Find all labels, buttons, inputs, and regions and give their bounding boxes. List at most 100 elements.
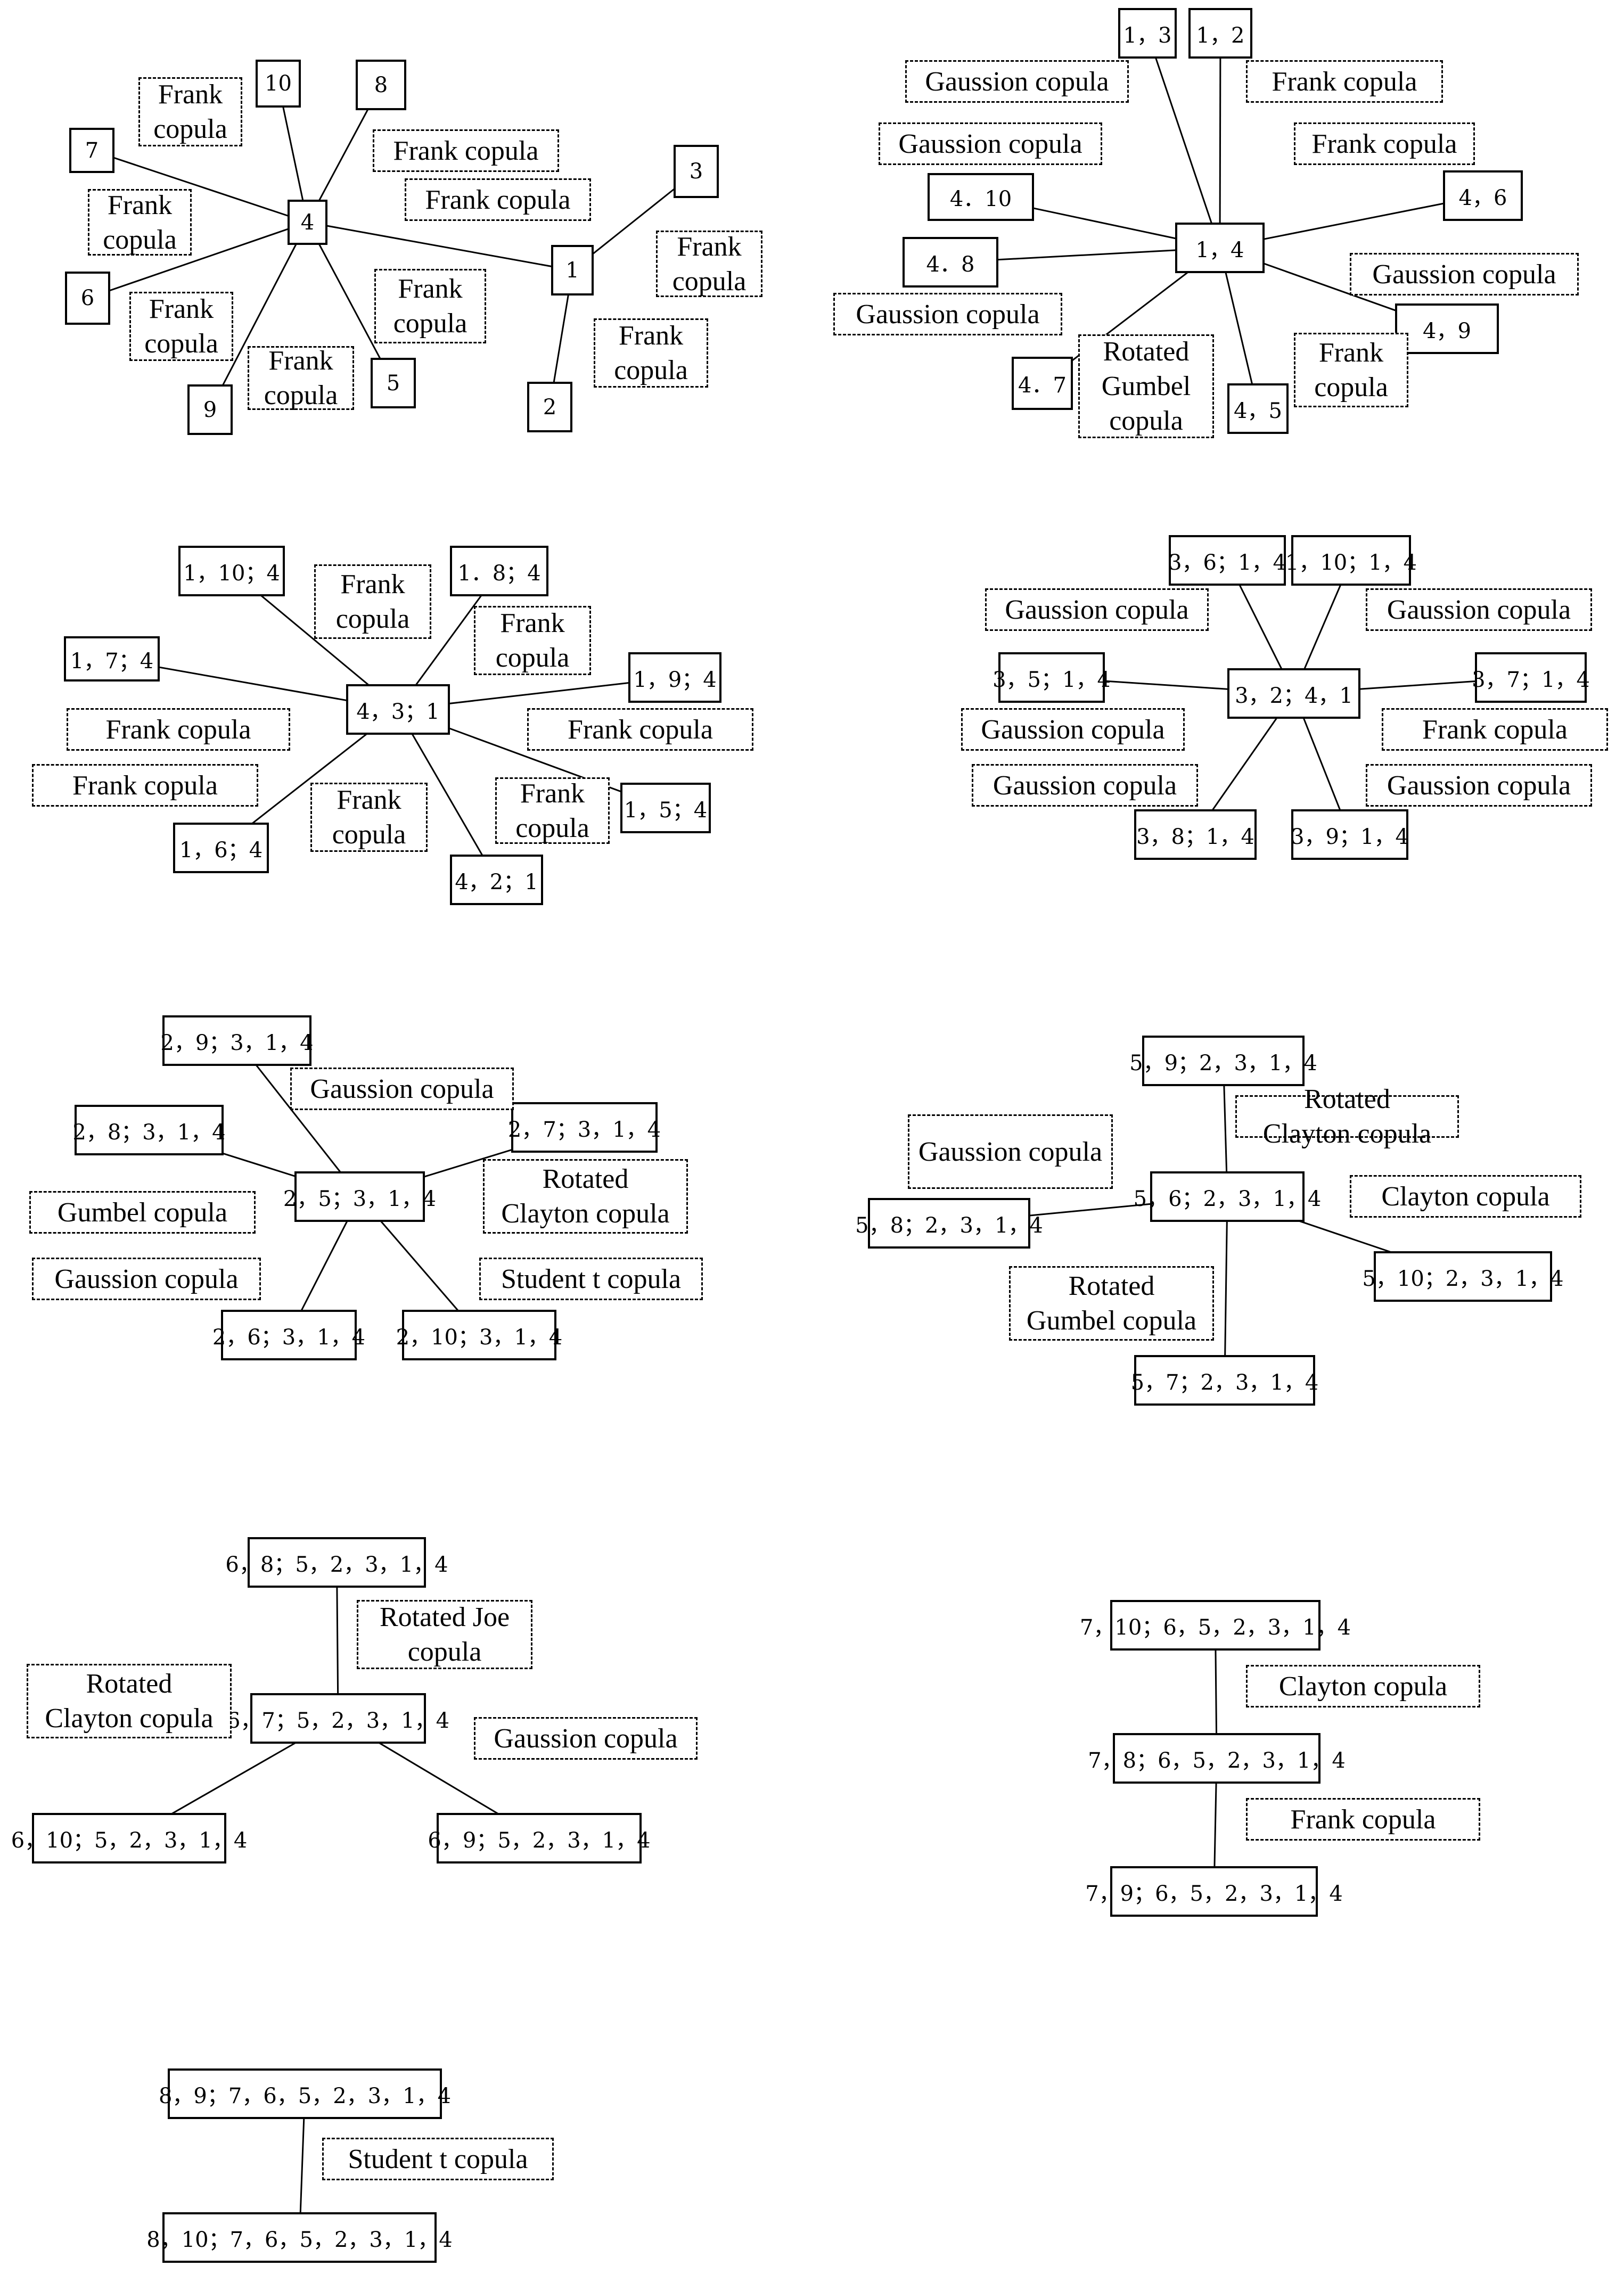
tree-3-node: 1，10；4 [178,546,285,596]
tree-2-node: 1，3 [1118,8,1177,59]
tree-4-node: 3，6；1，4 [1168,535,1286,586]
tree-1-node: 10 [256,60,301,108]
tree-6-edge [1224,1196,1228,1381]
tree-5-copula-label: Gumbel copula [29,1191,256,1234]
tree-4-copula-label: Gaussion copula [985,588,1209,631]
tree-7-node: 6，7；5，2，3，1，4 [227,1693,449,1744]
tree-5-node: 2，7；3，1，4 [508,1102,661,1153]
tree-2-node: 4．7 [1012,357,1073,410]
tree-4-node: 3，5；1，4 [993,652,1111,703]
tree-2-edge [1219,248,1259,409]
tree-4-copula-label: Gaussion copula [1366,588,1592,631]
tree-5-node: 2，6；3，1，4 [212,1310,365,1360]
tree-1-node: 8 [356,60,406,110]
tree-1-node: 6 [65,272,110,325]
tree-3-edge [397,709,497,881]
tree-1-copula-label: Frank copula [373,129,559,172]
tree-8-node: 7，8；6，5，2，3，1，4 [1088,1733,1346,1784]
tree-4-copula-label: Gaussion copula [961,708,1185,751]
tree-1-copula-label: Frank copula [129,292,233,361]
tree-2-copula-label: Frank copula [1294,333,1408,407]
tree-7-node: 6，8；5，2，3，1，4 [225,1537,448,1588]
tree-6-copula-label: Rotated Clayton copula [1235,1084,1459,1149]
tree-4-node: 3，7；1，4 [1472,652,1590,703]
tree-1-node: 2 [527,382,572,432]
tree-4-node: 1，10；1，4 [1285,535,1417,586]
tree-1-node: 7 [69,128,114,173]
tree-7-copula-label: Rotated Clayton copula [27,1664,232,1738]
tree-1-copula-label: Frank copula [88,189,192,256]
tree-6-copula-label: Rotated Gumbel copula [1009,1266,1214,1341]
tree-3-copula-label: Frank copula [314,564,431,639]
tree-5-edge [236,1040,360,1197]
tree-1-copula-label: Frank copula [138,77,242,146]
tree-2-copula-label: Gaussion copula [879,122,1102,165]
tree-4-copula-label: Gaussion copula [1366,764,1592,807]
tree-8-node: 7，9；6，5，2，3，1，4 [1085,1866,1343,1917]
tree-1-edge [209,221,308,411]
tree-2-node: 4，9 [1395,303,1499,354]
tree-9-node: 8，10；7，6，5，2，3，1，4 [146,2212,453,2263]
tree-3-copula-label: Frank copula [310,783,428,852]
tree-4-copula-label: Gaussion copula [972,764,1198,807]
tree-2-copula-label: Frank copula [1246,60,1443,103]
tree-3-node: 4，3；1 [346,684,450,735]
tree-1-node: 1 [551,245,594,295]
tree-1-edge [87,221,308,299]
tree-2-copula-label: Gaussion copula [1350,253,1579,295]
tree-1-copula-label: Frank copula [656,231,762,297]
tree-3-copula-label: Frank copula [67,708,290,751]
tree-5-copula-label: Gaussion copula [32,1258,261,1300]
tree-5-node: 2，5；3，1，4 [283,1171,436,1222]
tree-3-node: 1．8；4 [450,546,548,596]
tree-1-edge [307,221,394,384]
tree-5-copula-label: Student t copula [479,1258,703,1300]
tree-6-node: 5，9；2，3，1，4 [1129,1036,1317,1086]
tree-2-node: 4，6 [1443,170,1523,221]
tree-2-copula-label: Gaussion copula [905,60,1129,103]
tree-9-copula-label: Student t copula [322,2138,554,2180]
tree-6-copula-label: Clayton copula [1350,1175,1581,1218]
tree-6-node: 5，8；2，3，1，4 [855,1198,1043,1249]
tree-1-copula-label: Frank copula [405,178,591,221]
tree-5-copula-label: Gaussion copula [290,1068,514,1110]
tree-3-copula-label: Frank copula [32,764,258,807]
tree-4-node: 3，8；1，4 [1134,809,1257,860]
tree-7-edge [336,1562,339,1719]
tree-6-node: 5，7；2，3，1，4 [1131,1355,1318,1406]
tree-1-edge [92,150,308,223]
tree-9-node: 8，9；7，6，5，2，3，1，4 [159,2068,451,2119]
tree-8-node: 7，10；6，5，2，3，1，4 [1080,1600,1351,1651]
tree-2-copula-label: Rotated Gumbel copula [1078,334,1214,438]
tree-5-node: 2，10；3，1，4 [396,1310,562,1360]
tree-6-node: 5，6；2，3，1，4 [1134,1171,1321,1222]
tree-1-copula-label: Frank copula [594,318,708,388]
tree-5-node: 2，8；3，1，4 [72,1105,226,1155]
tree-4-copula-label: Frank copula [1382,708,1608,751]
tree-2-node: 4．8 [903,237,998,288]
tree-1-copula-label: Frank copula [374,269,486,343]
tree-3-node: 1，6；4 [173,823,269,873]
tree-1-edge [307,221,573,271]
tree-2-copula-label: Frank copula [1294,122,1475,165]
tree-1-node: 9 [187,384,233,435]
tree-4-node: 3，2；4，1 [1227,668,1360,719]
tree-1-node: 4 [288,200,327,245]
tree-3-copula-label: Frank copula [527,708,753,751]
tree-2-edge [1146,33,1221,248]
tree-8-copula-label: Clayton copula [1246,1665,1480,1707]
tree-2-node: 4，5 [1227,383,1289,434]
tree-3-copula-label: Frank copula [474,606,591,675]
tree-5-copula-label: Rotated Clayton copula [483,1159,688,1234]
tree-4-node: 3，9；1，4 [1291,809,1409,860]
tree-7-node: 6，10；5，2，3，1，4 [11,1813,247,1863]
tree-1-copula-label: Frank copula [248,346,354,411]
tree-2-copula-label: Gaussion copula [833,293,1062,335]
tree-7-copula-label: Rotated Joe copula [357,1600,532,1669]
tree-6-node: 5，10；2，3，1，4 [1362,1251,1564,1302]
tree-2-node: 1，2 [1188,8,1252,59]
tree-6-copula-label: Gaussion copula [908,1114,1113,1189]
tree-3-node: 1，7；4 [64,636,160,682]
tree-1-node: 3 [674,145,719,198]
